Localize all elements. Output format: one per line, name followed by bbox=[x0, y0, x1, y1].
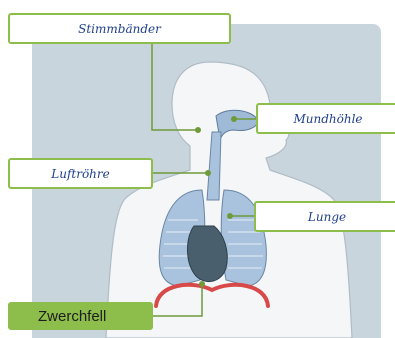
heart bbox=[188, 226, 228, 282]
label-luftroehre: Luftröhre bbox=[8, 158, 153, 189]
label-lunge: Lunge bbox=[254, 201, 395, 232]
label-stimmbaender: Stimmbänder bbox=[8, 13, 231, 44]
label-mundhoehle: Mundhöhle bbox=[256, 103, 395, 134]
label-zwerchfell: Zwerchfell bbox=[8, 302, 153, 330]
